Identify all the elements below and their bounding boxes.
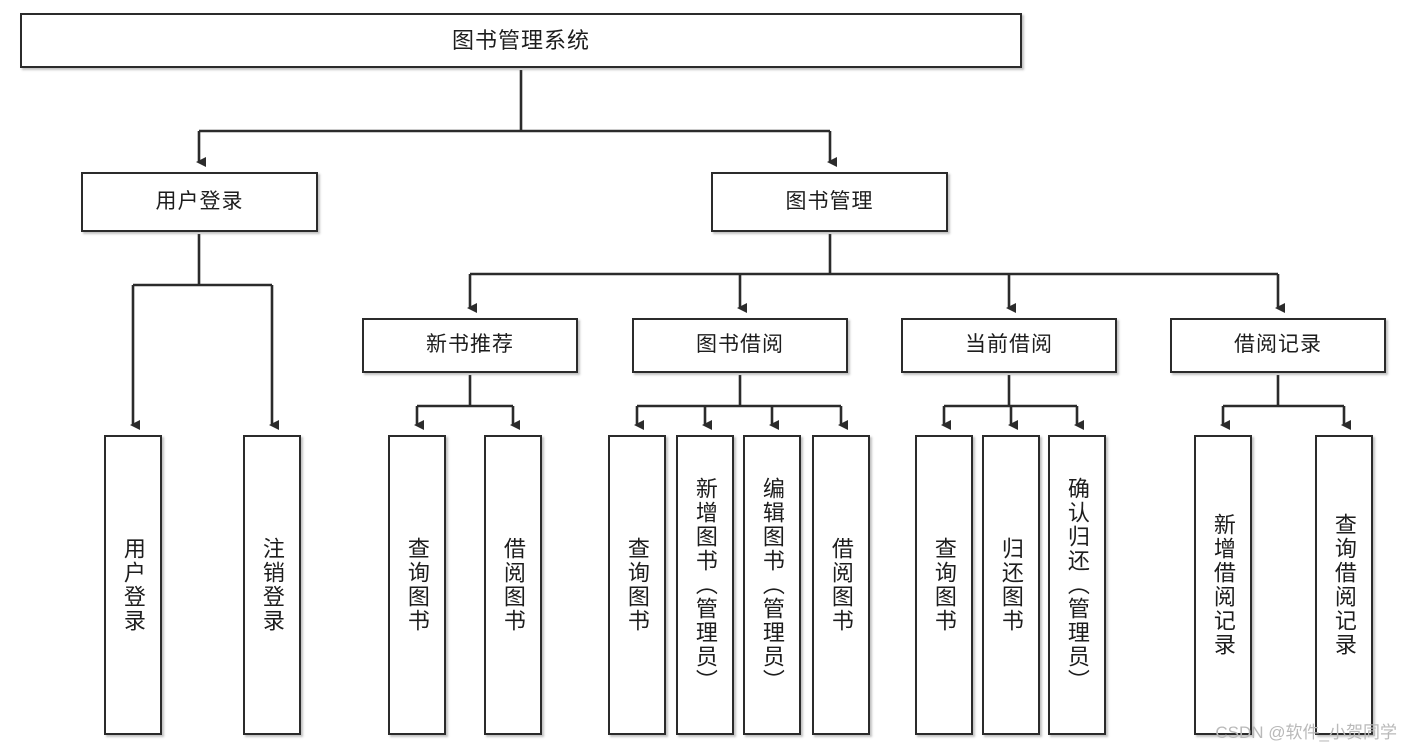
node-label: 图书管理系统	[451, 27, 590, 53]
node-label: 查询借阅记录	[1331, 513, 1357, 657]
leaf-record-query-record[interactable]: 查询借阅记录	[1315, 435, 1373, 735]
node-label: 借阅记录	[1234, 333, 1322, 357]
node-label: 编辑图书（管理员）	[759, 477, 785, 693]
node-label: 新增图书（管理员）	[692, 477, 718, 693]
node-user-login[interactable]: 用户登录	[81, 172, 318, 232]
node-label: 新增借阅记录	[1210, 513, 1236, 657]
leaf-borrow-edit-book[interactable]: 编辑图书（管理员）	[743, 435, 801, 735]
node-label: 图书管理	[785, 189, 874, 213]
leaf-borrow-add-book[interactable]: 新增图书（管理员）	[676, 435, 734, 735]
node-label: 确认归还（管理员）	[1064, 477, 1090, 693]
node-borrow-record[interactable]: 借阅记录	[1170, 318, 1386, 373]
node-label: 查询图书	[624, 537, 650, 633]
node-label: 用户登录	[120, 537, 146, 633]
leaf-borrow-query-book[interactable]: 查询图书	[608, 435, 666, 735]
leaf-user-login-logout[interactable]: 注销登录	[243, 435, 301, 735]
node-label: 注销登录	[259, 537, 285, 633]
node-label: 新书推荐	[426, 333, 514, 357]
node-book-management[interactable]: 图书管理	[711, 172, 948, 232]
leaf-recommend-borrow-book[interactable]: 借阅图书	[484, 435, 542, 735]
node-label: 用户登录	[155, 189, 244, 213]
node-label: 归还图书	[998, 537, 1024, 633]
node-new-book-recommend[interactable]: 新书推荐	[362, 318, 578, 373]
leaf-current-query-book[interactable]: 查询图书	[915, 435, 973, 735]
node-label: 查询图书	[931, 537, 957, 633]
leaf-record-add-record[interactable]: 新增借阅记录	[1194, 435, 1252, 735]
node-label: 当前借阅	[965, 333, 1053, 357]
leaf-borrow-borrow-book[interactable]: 借阅图书	[812, 435, 870, 735]
node-root-system[interactable]: 图书管理系统	[20, 13, 1022, 68]
node-label: 借阅图书	[828, 537, 854, 633]
leaf-recommend-query-book[interactable]: 查询图书	[388, 435, 446, 735]
leaf-current-confirm-return[interactable]: 确认归还（管理员）	[1048, 435, 1106, 735]
leaf-user-login-login[interactable]: 用户登录	[104, 435, 162, 735]
node-label: 查询图书	[404, 537, 430, 633]
node-current-borrow[interactable]: 当前借阅	[901, 318, 1117, 373]
node-label: 图书借阅	[696, 333, 784, 357]
node-label: 借阅图书	[500, 537, 526, 633]
leaf-current-return-book[interactable]: 归还图书	[982, 435, 1040, 735]
csdn-watermark: CSDN @软件_小贺同学	[1215, 723, 1397, 742]
node-book-borrow[interactable]: 图书借阅	[632, 318, 848, 373]
